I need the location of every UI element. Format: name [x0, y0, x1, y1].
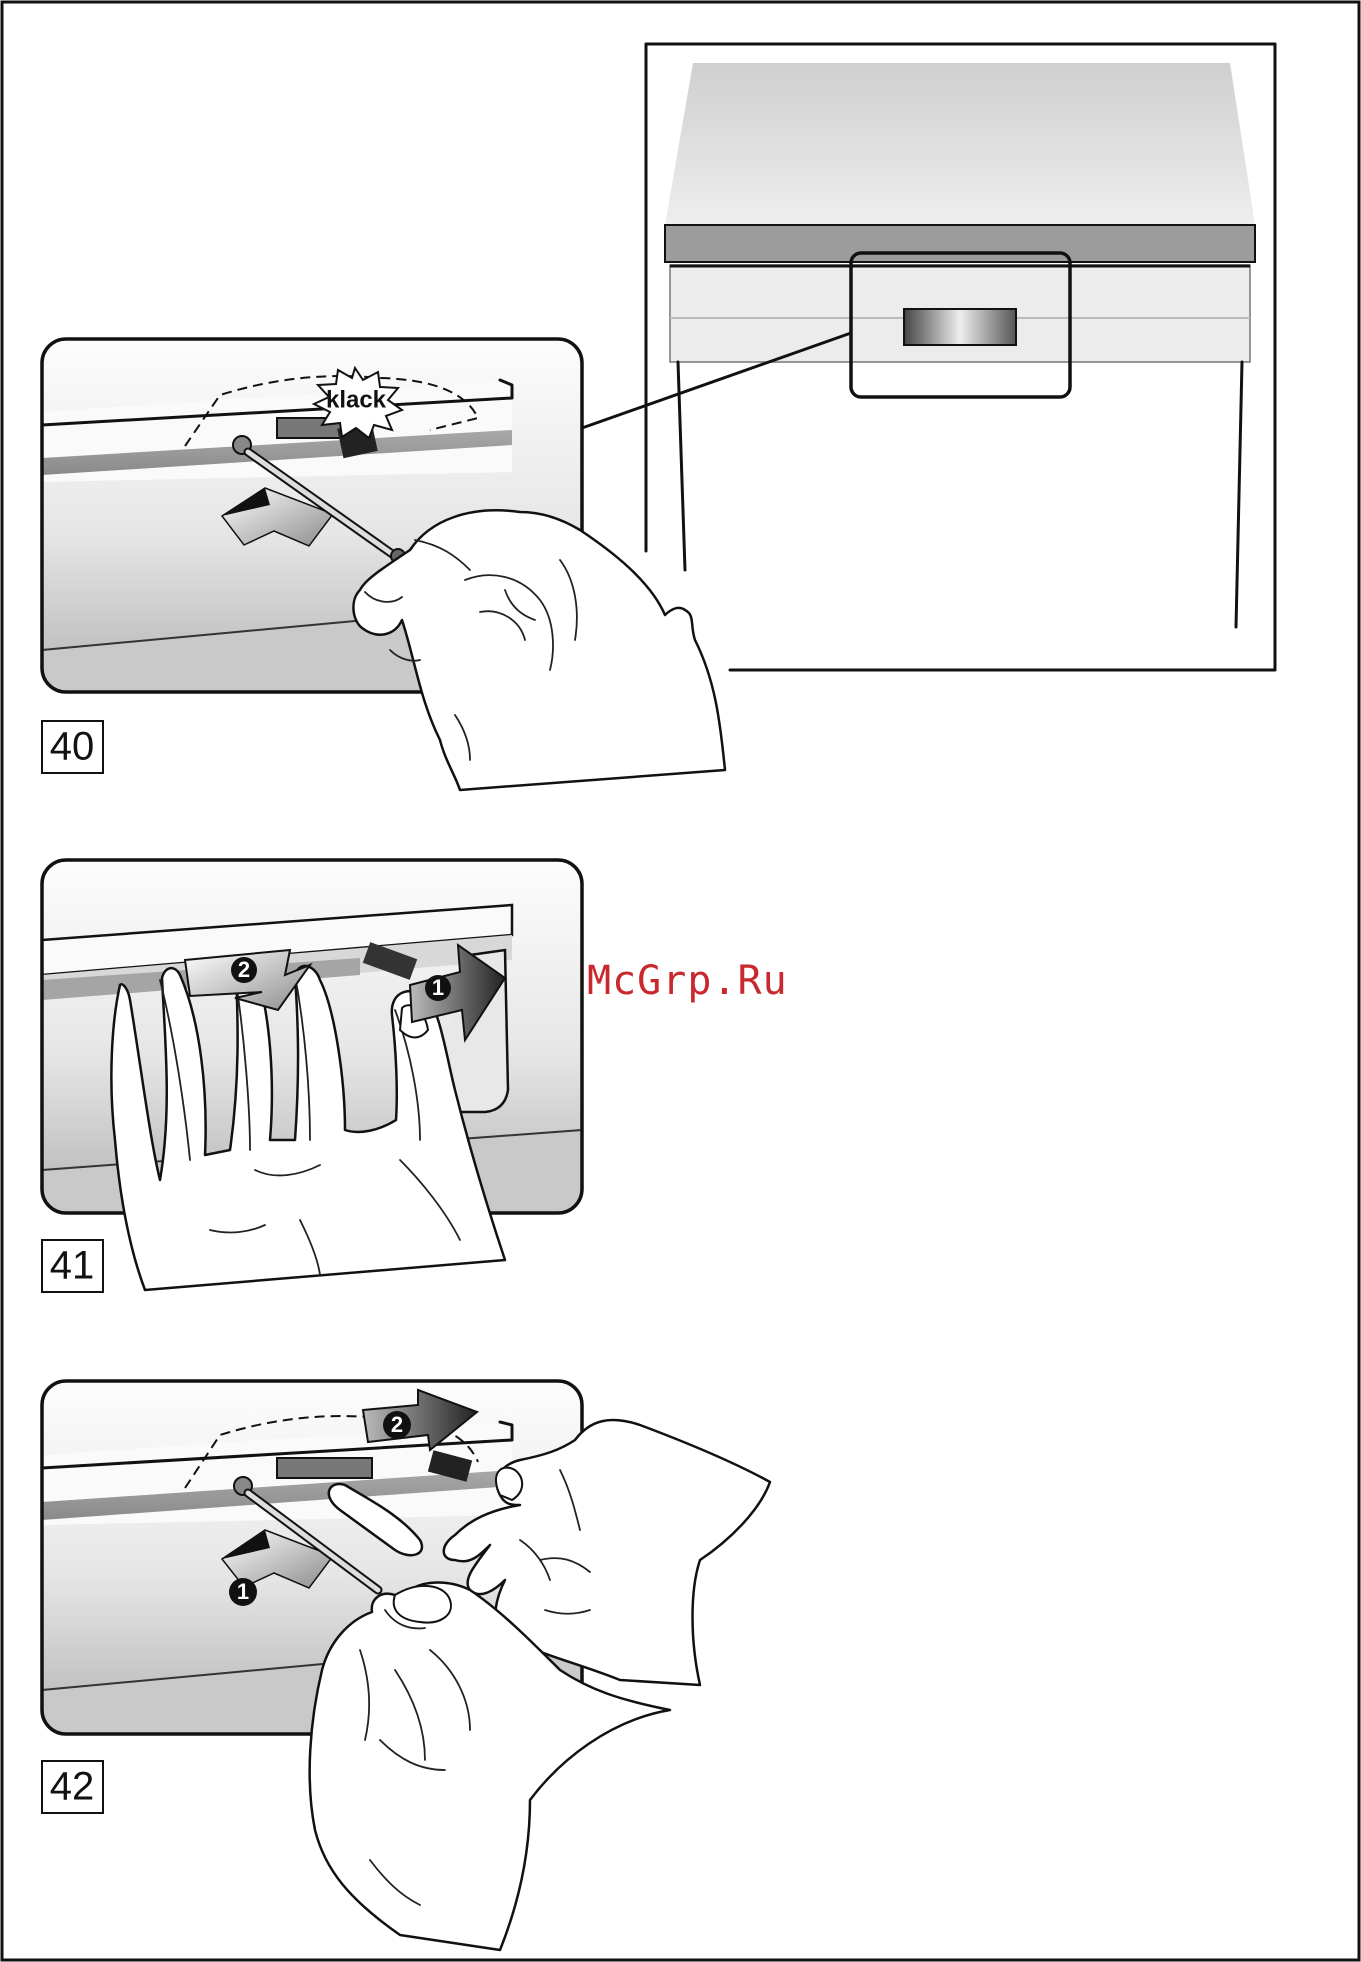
step-number-1-fig41: 1 [432, 975, 444, 1000]
step-number-2-fig41: 2 [238, 957, 250, 982]
figure-number-40: 40 [50, 725, 95, 769]
appliance-lid [665, 63, 1255, 225]
watermark: McGrp.Ru [587, 958, 788, 1004]
figure-number-41: 41 [50, 1244, 95, 1288]
step-number-2-fig42: 2 [391, 1412, 403, 1437]
figure-40: klack 40 [42, 44, 1275, 790]
handle-recess [904, 309, 1016, 345]
figure-number-42: 42 [50, 1765, 95, 1809]
figure-42: 1 2 42 [42, 1381, 770, 1950]
appliance-lid-edge [665, 225, 1255, 262]
step-number-1-fig42: 1 [237, 1579, 249, 1604]
figure-41: 2 1 McGrp.Ru 41 [42, 860, 788, 1292]
klack-label: klack [326, 386, 387, 413]
appliance-overview [582, 44, 1275, 670]
